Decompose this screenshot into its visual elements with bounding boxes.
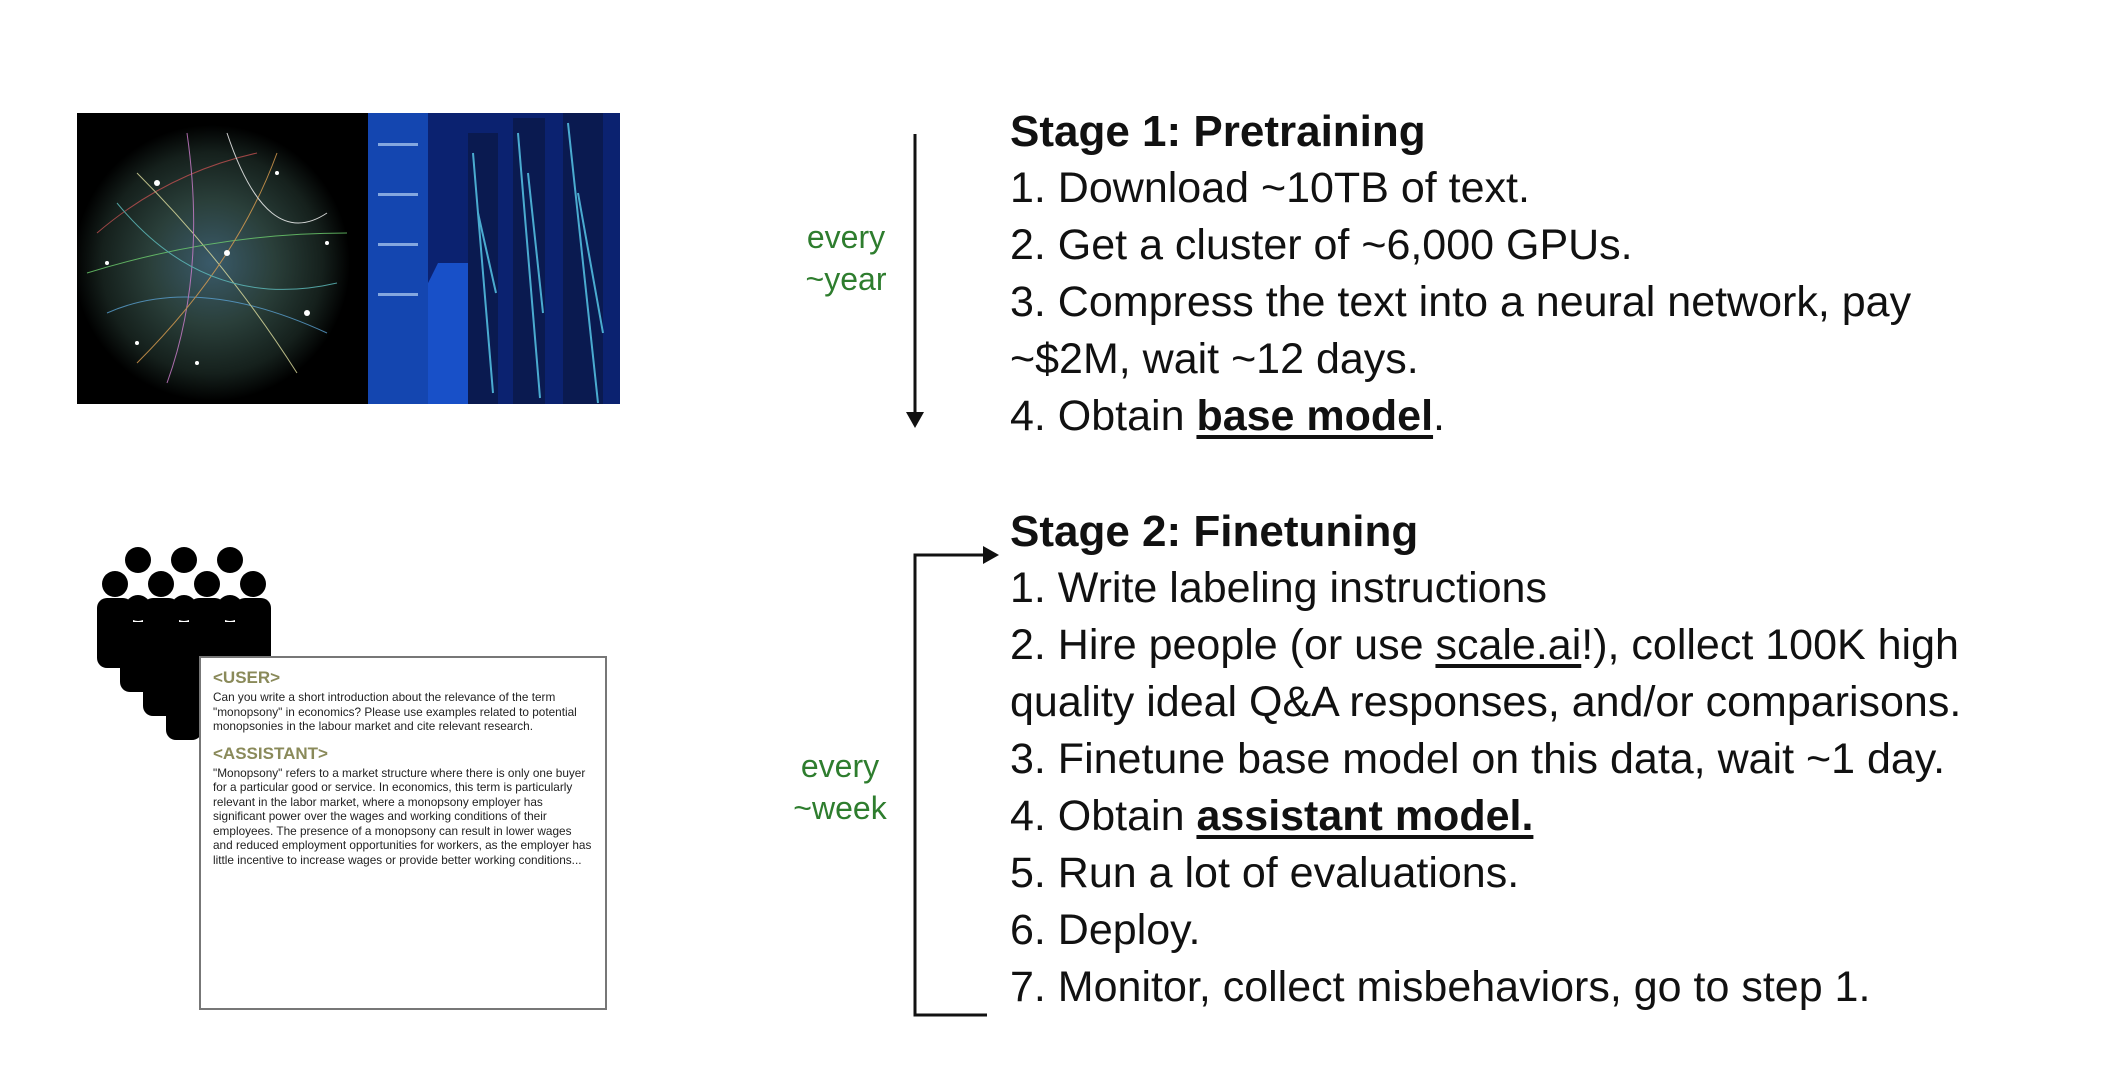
cadence-line: every xyxy=(800,748,880,784)
step-text: 4. Obtain xyxy=(1010,392,1197,440)
cadence-line: every xyxy=(806,219,886,255)
stage2-step: 6. Deploy. xyxy=(1010,906,1201,954)
stage2-step: 1. Write labeling instructions xyxy=(1010,564,1547,612)
stage2-step: quality ideal Q&A responses, and/or comp… xyxy=(1010,678,1962,726)
stage1-step: 1. Download ~10TB of text. xyxy=(1010,164,1530,212)
network-visualization-icon xyxy=(77,113,368,404)
assistant-tag: <ASSISTANT> xyxy=(213,743,328,763)
scale-ai-link[interactable]: scale.ai xyxy=(1435,621,1582,669)
assistant-model-term: assistant model. xyxy=(1196,792,1534,840)
step-text: 2. Hire people (or use xyxy=(1010,621,1436,669)
stage2-step-2: 2. Hire people (or use scale.ai!), colle… xyxy=(1010,617,1961,674)
base-model-term: base model xyxy=(1196,392,1434,440)
stage2-block: Stage 2: Finetuning 1. Write labeling in… xyxy=(1010,504,1961,1016)
crowd-of-people-icon xyxy=(97,547,271,740)
datacenter-servers-icon xyxy=(368,113,620,404)
stage2-step-4: 4. Obtain assistant model. xyxy=(1010,788,1961,845)
stage2-step: 3. Finetune base model on this data, wai… xyxy=(1010,735,1946,783)
stage1-title: Stage 1: Pretraining xyxy=(1010,107,1426,156)
datacenter-servers-image xyxy=(368,113,620,404)
down-arrow-icon xyxy=(906,134,924,428)
stage1-step: 3. Compress the text into a neural netwo… xyxy=(1010,278,1912,326)
stage2-step: 5. Run a lot of evaluations. xyxy=(1010,849,1520,897)
cadence-line: ~week xyxy=(793,790,887,826)
stage1-block: Stage 1: Pretraining 1. Download ~10TB o… xyxy=(1010,104,1911,445)
stage2-step: 7. Monitor, collect misbehaviors, go to … xyxy=(1010,963,1871,1011)
stage1-cadence-label: every ~year xyxy=(796,216,896,300)
stage1-step-4: 4. Obtain base model. xyxy=(1010,388,1911,445)
stage2-title: Stage 2: Finetuning xyxy=(1010,507,1419,556)
step-text: 4. Obtain xyxy=(1010,792,1197,840)
stage2-cadence-label: every ~week xyxy=(780,745,900,829)
user-message: Can you write a short introduction about… xyxy=(213,690,577,733)
chat-example-card: <USER> Can you write a short introductio… xyxy=(199,656,607,1010)
step-text: . xyxy=(1433,392,1445,440)
step-text: !), collect 100K high xyxy=(1581,621,1959,669)
user-tag: <USER> xyxy=(213,668,281,687)
assistant-message: "Monopsony" refers to a market structure… xyxy=(213,765,592,867)
stage1-step: ~$2M, wait ~12 days. xyxy=(1010,335,1419,383)
network-visualization-image xyxy=(77,113,368,404)
stage1-step: 2. Get a cluster of ~6,000 GPUs. xyxy=(1010,221,1633,269)
cadence-line: ~year xyxy=(805,261,887,297)
loop-arrow-icon xyxy=(913,546,999,1017)
